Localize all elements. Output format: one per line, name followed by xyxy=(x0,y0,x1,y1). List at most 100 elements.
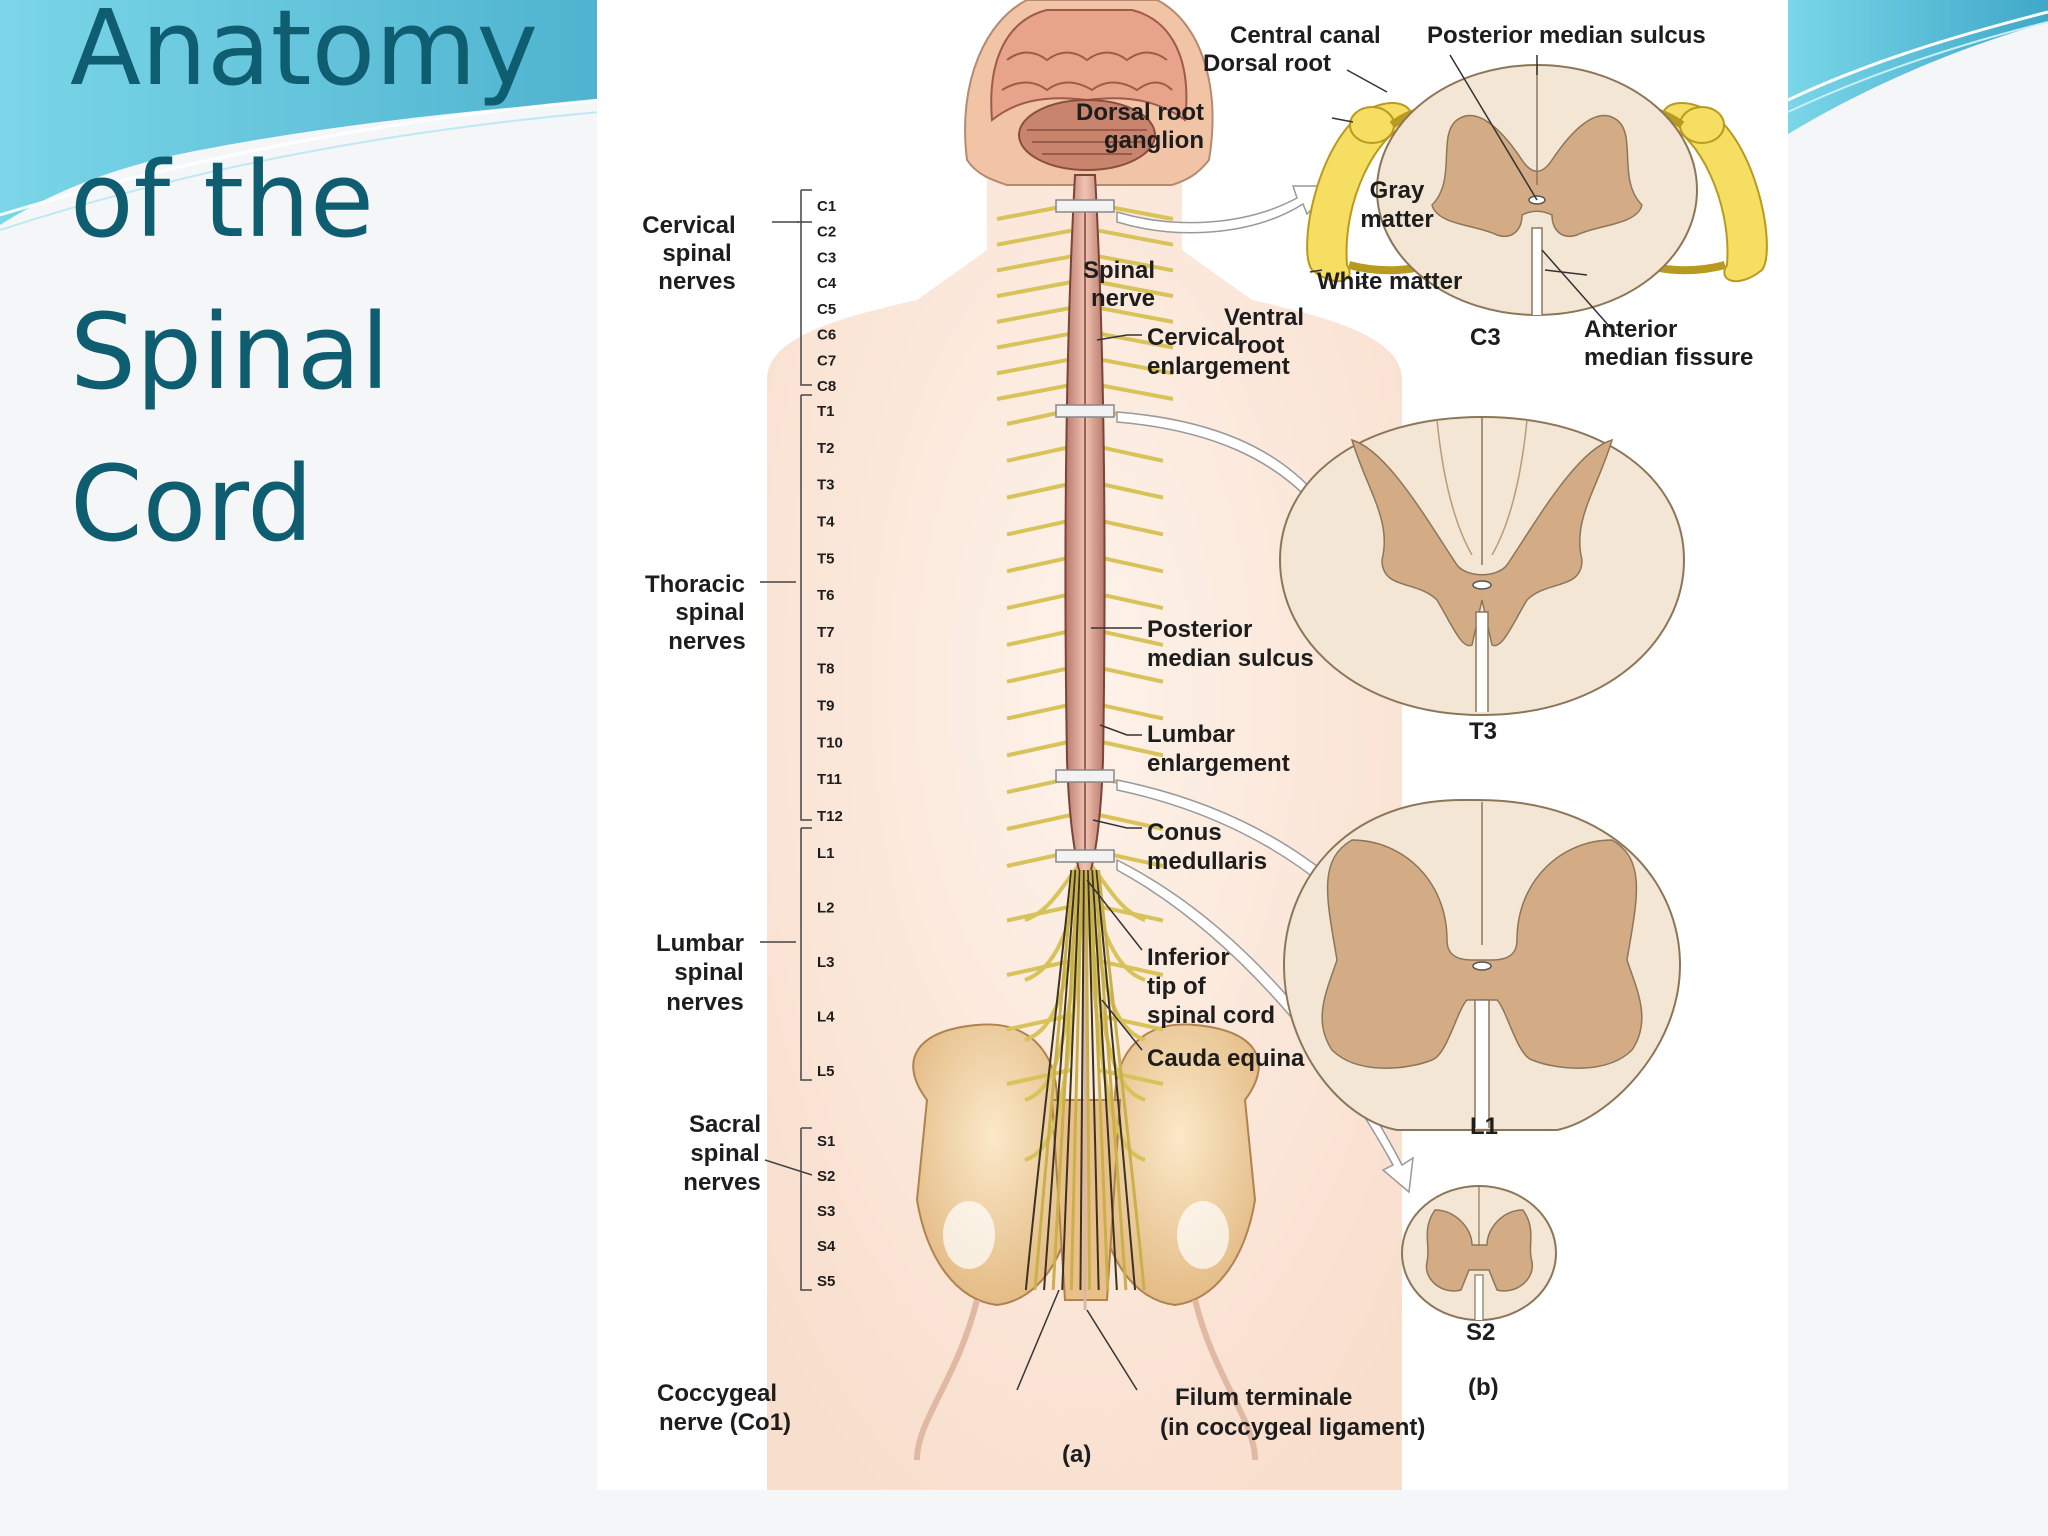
svg-text:spinal: spinal xyxy=(690,1140,759,1167)
segment-label-s5: S5 xyxy=(817,1273,835,1290)
segment-label-s2: S2 xyxy=(817,1168,835,1185)
sacral-nerves-label: Sacral spinal nerves xyxy=(683,1111,761,1196)
cauda-equina xyxy=(1024,869,1146,1291)
segment-label-c7: C7 xyxy=(817,352,836,369)
cerebellum xyxy=(1018,99,1156,171)
segment-label-t4: T4 xyxy=(817,513,835,530)
svg-text:tip of: tip of xyxy=(1147,973,1207,1000)
ventral-root-label: Ventral root xyxy=(1224,304,1304,359)
segment-label-l5: L5 xyxy=(817,1063,835,1080)
coccygeal-nerve-label: Coccygeal nerve (Co1) xyxy=(657,1380,791,1436)
segment-label-c6: C6 xyxy=(817,327,836,344)
nerve-root xyxy=(996,254,1072,273)
cervical-enlargement-label: Cervical enlargement xyxy=(1147,324,1290,380)
nerve-root xyxy=(1098,383,1174,401)
title-line: of the xyxy=(70,139,374,261)
svg-text:Dorsal root: Dorsal root xyxy=(1076,99,1204,126)
cauda-fiber xyxy=(1088,869,1110,1291)
nerve-root xyxy=(1098,665,1164,684)
svg-text:median sulcus: median sulcus xyxy=(1147,645,1314,672)
svg-text:nerves: nerves xyxy=(658,268,735,295)
nerve-root xyxy=(1098,444,1164,463)
segment-label-c4: C4 xyxy=(817,275,837,292)
segment-label-c3: C3 xyxy=(817,249,836,266)
segment-label-t11: T11 xyxy=(817,771,842,788)
conus-medullaris-label: Conus medullaris xyxy=(1147,819,1267,875)
segment-label-t7: T7 xyxy=(817,624,835,641)
cauda-fiber xyxy=(1079,869,1085,1291)
dorsal-root-ganglion xyxy=(1349,106,1395,144)
panel-b-label: (b) xyxy=(1468,1374,1499,1401)
thoracic-nerves-label: Thoracic spinal nerves xyxy=(645,571,746,655)
cauda-fiber xyxy=(1069,869,1084,1291)
section-label-c3: C3 xyxy=(1470,324,1501,351)
svg-text:Conus: Conus xyxy=(1147,819,1222,846)
section-cut-l1 xyxy=(1055,769,1115,783)
nerve-root xyxy=(1098,481,1164,500)
cross-section-s2 xyxy=(1401,1185,1557,1321)
nerve-root xyxy=(1006,665,1072,684)
gray-matter-l1 xyxy=(1321,839,1643,1069)
title-line: Anatomy xyxy=(70,0,539,109)
section-label-t3: T3 xyxy=(1469,718,1497,745)
nerve-root xyxy=(996,383,1072,401)
slide-title: Anatomy of the Spinal Cord xyxy=(70,0,610,580)
nerve-root xyxy=(1098,555,1164,574)
segment-label-l2: L2 xyxy=(817,900,835,917)
svg-text:root: root xyxy=(1238,332,1285,359)
nerve-root xyxy=(1098,228,1174,247)
cauda-fiber xyxy=(1061,869,1081,1291)
nerve-root xyxy=(1006,444,1072,463)
segment-label-l1: L1 xyxy=(817,845,835,862)
nerve-root xyxy=(1006,518,1072,537)
svg-text:ganglion: ganglion xyxy=(1104,127,1204,154)
nerve-root xyxy=(1098,305,1174,324)
panel-a-label: (a) xyxy=(1062,1441,1091,1468)
section-cut-t3 xyxy=(1055,404,1115,418)
svg-text:Anterior: Anterior xyxy=(1584,316,1677,343)
svg-text:enlargement: enlargement xyxy=(1147,353,1290,380)
cauda-fiber xyxy=(1092,869,1128,1291)
svg-text:medullaris: medullaris xyxy=(1147,848,1267,875)
cauda-fiber xyxy=(1097,869,1146,1291)
cauda-fiber xyxy=(1024,869,1073,1291)
spinal-nerve-label: Spinal nerve xyxy=(1083,257,1155,312)
segment-label-s1: S1 xyxy=(817,1133,835,1150)
cauda-fiber xyxy=(1095,869,1137,1291)
cauda-equina-label: Cauda equina xyxy=(1147,1045,1305,1072)
svg-text:spinal: spinal xyxy=(662,240,731,267)
nerve-root xyxy=(1098,739,1164,758)
svg-text:Inferior: Inferior xyxy=(1147,944,1230,971)
nerve-root xyxy=(1098,813,1164,831)
nerve-root xyxy=(1006,481,1072,500)
anterior-median-fissure-label: Anterior median fissure xyxy=(1584,316,1753,371)
segment-label-t1: T1 xyxy=(817,403,835,420)
nerve-root xyxy=(1098,357,1174,376)
cervical-nerves-label: Cervical spinal nerves xyxy=(642,212,735,295)
svg-text:median fissure: median fissure xyxy=(1584,344,1753,371)
nerve-root xyxy=(996,305,1072,324)
nerve-root xyxy=(1098,628,1164,647)
svg-text:spinal: spinal xyxy=(674,959,743,986)
header-swoosh-right xyxy=(1788,0,2048,134)
segment-label-l4: L4 xyxy=(817,1009,835,1026)
cauda-fiber xyxy=(1043,869,1077,1291)
svg-text:nerves: nerves xyxy=(666,989,743,1016)
title-line: Cord xyxy=(70,443,314,565)
segment-label-t9: T9 xyxy=(817,698,835,715)
segment-label-t12: T12 xyxy=(817,808,843,825)
svg-text:nerve: nerve xyxy=(1091,285,1155,312)
section-cut-c3 xyxy=(1055,199,1115,213)
nerve-root xyxy=(1098,280,1174,299)
cross-section-l1 xyxy=(1282,799,1682,1131)
segment-label-s4: S4 xyxy=(817,1238,836,1255)
svg-text:nerves: nerves xyxy=(668,628,745,655)
posterior-median-sulcus-callout: Posterior median sulcus xyxy=(1147,616,1314,672)
cross-section-c3 xyxy=(1306,64,1768,316)
svg-text:Coccygeal: Coccygeal xyxy=(657,1380,777,1407)
nerve-root xyxy=(996,228,1072,247)
lumbar-nerves-label: Lumbar spinal nerves xyxy=(656,930,744,1016)
nerve-root xyxy=(1098,518,1164,537)
svg-text:spinal cord: spinal cord xyxy=(1147,1002,1275,1029)
